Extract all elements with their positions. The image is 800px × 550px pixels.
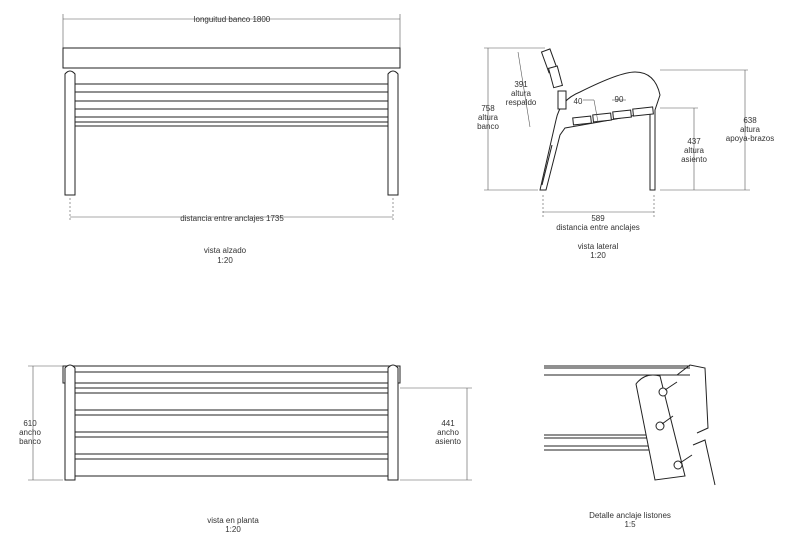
anchors-dimension: distancia entre anclajes 1735: [69, 198, 394, 223]
elevation-view: longuitud banco 1800 distancia entre anc…: [62, 14, 401, 265]
plan-title: vista en planta: [207, 516, 259, 525]
plan-view: 610 ancho banco 441 ancho asiento vista …: [19, 364, 472, 534]
right-leg: [387, 70, 399, 196]
detail-scale: 1:5: [624, 520, 636, 529]
seat-width-label-2: asiento: [435, 437, 461, 446]
plan-right-leg: [387, 364, 399, 481]
detail-view: Detalle anclaje listones 1:5: [544, 364, 716, 529]
side-scale: 1:20: [590, 251, 606, 260]
bench-width-label-1: ancho: [19, 428, 41, 437]
plan-slats: [75, 387, 388, 477]
detail-title: Detalle anclaje listones: [589, 511, 671, 520]
bench-width-label-2: banco: [19, 437, 41, 446]
bench-width-value: 610: [23, 419, 37, 428]
backrest-value: 391: [514, 80, 528, 89]
seat-slats: [572, 106, 654, 126]
anchors-label: distancia entre anclajes 1735: [180, 214, 284, 223]
seat-height-value: 437: [687, 137, 701, 146]
slat-end-top: [676, 364, 709, 434]
height-label-1: altura: [478, 113, 499, 122]
backrest-slats: [540, 48, 567, 110]
plan-scale: 1:20: [225, 525, 241, 534]
backrest-label-2: respaldo: [506, 98, 537, 107]
side-title: vista lateral: [578, 242, 619, 251]
screw-icons: [655, 381, 693, 470]
left-leg: [64, 70, 76, 196]
backrest-top: [62, 47, 401, 69]
slat-width-value: 90: [615, 95, 624, 104]
height-value: 758: [481, 104, 495, 113]
length-dimension: longuitud banco 1800: [62, 14, 401, 48]
height-label-2: banco: [477, 122, 499, 131]
slat-end-bottom: [692, 439, 716, 486]
armrest-label-2: apoya-brazos: [726, 134, 774, 143]
seat-height-label-2: asiento: [681, 155, 707, 164]
seat-width-label-1: ancho: [437, 428, 459, 437]
elevation-title: vista alzado: [204, 246, 247, 255]
slat-gap-value: 40: [574, 97, 583, 106]
plan-backrest: [62, 365, 401, 384]
side-anchors-value: 589: [591, 214, 605, 223]
backrest-label-1: altura: [511, 89, 532, 98]
slats: [75, 83, 388, 127]
seat-height-label-1: altura: [684, 146, 705, 155]
elevation-scale: 1:20: [217, 256, 233, 265]
side-frame: [539, 71, 661, 191]
armrest-value: 638: [743, 116, 757, 125]
side-anchors-label: distancia entre anclajes: [556, 223, 640, 232]
length-label: longuitud banco 1800: [194, 15, 271, 24]
armrest-label-1: altura: [740, 125, 761, 134]
plan-left-leg: [64, 364, 76, 481]
leg-plate: [541, 144, 553, 186]
seat-width-value: 441: [441, 419, 455, 428]
side-view: 758 altura banco 391 altura respaldo 40 …: [477, 47, 774, 260]
